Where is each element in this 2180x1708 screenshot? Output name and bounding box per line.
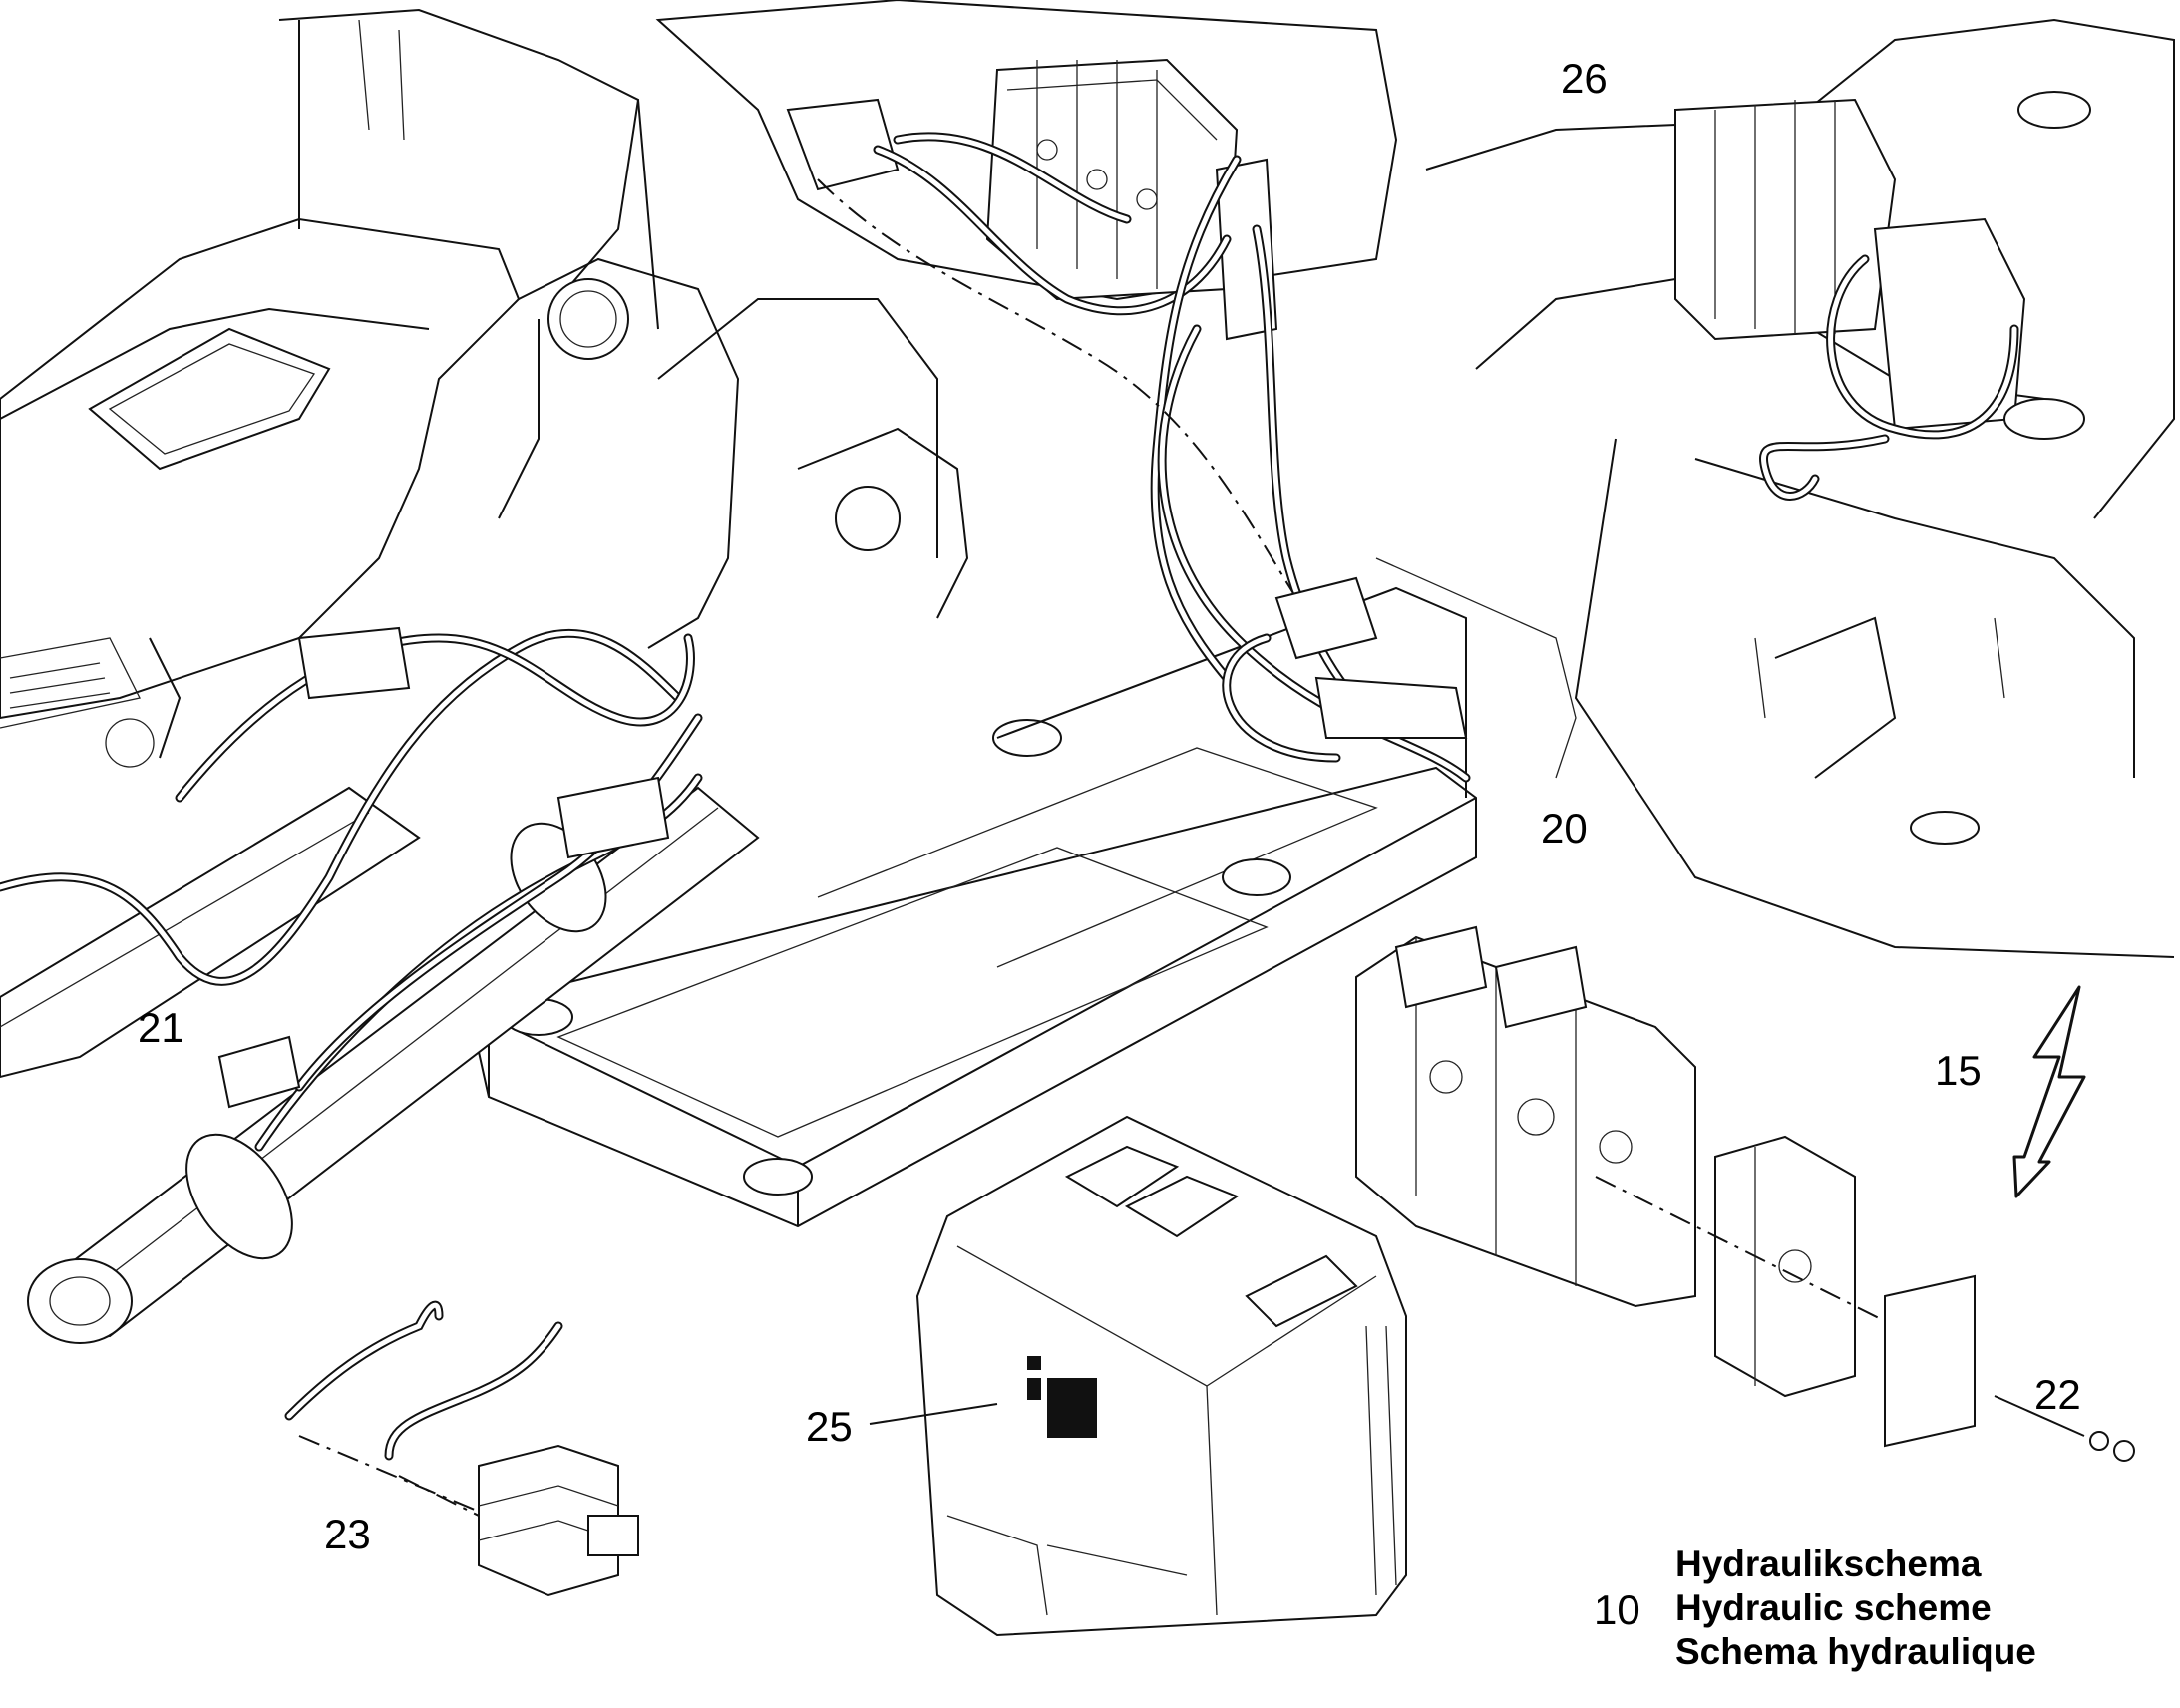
callout-21: 21 <box>138 1004 184 1051</box>
lightning-arrow-icon <box>2012 985 2086 1198</box>
lower-valve-cluster-20 <box>1222 557 1577 779</box>
boom-tower <box>498 257 969 649</box>
upper-right-chassis-view-26 <box>1425 18 2175 958</box>
callout-20: 20 <box>1541 805 1588 852</box>
callout-15: 15 <box>1935 1047 1982 1094</box>
harness-box-25 <box>915 1115 1407 1637</box>
callout-25: 25 <box>806 1403 853 1450</box>
wiring-logo-icon <box>1027 1356 1097 1438</box>
callout-10: 10 <box>1594 1586 1640 1633</box>
chassis-left-frame <box>0 8 659 768</box>
legend-german: Hydraulikschema <box>1675 1543 1982 1584</box>
callout-23: 23 <box>324 1511 371 1557</box>
leader-lines <box>869 1403 998 1425</box>
callout-22: 22 <box>2034 1371 2081 1418</box>
legend-english: Hydraulic scheme <box>1675 1587 1992 1628</box>
valve-blocks-15 <box>1355 925 2135 1462</box>
callout-26: 26 <box>1561 55 1608 102</box>
legend-french: Schema hydraulique <box>1675 1631 2036 1672</box>
pipe-and-valve-23 <box>284 1300 639 1597</box>
boom-cylinders-21 <box>0 626 760 1344</box>
upper-control-valve <box>655 0 1471 783</box>
